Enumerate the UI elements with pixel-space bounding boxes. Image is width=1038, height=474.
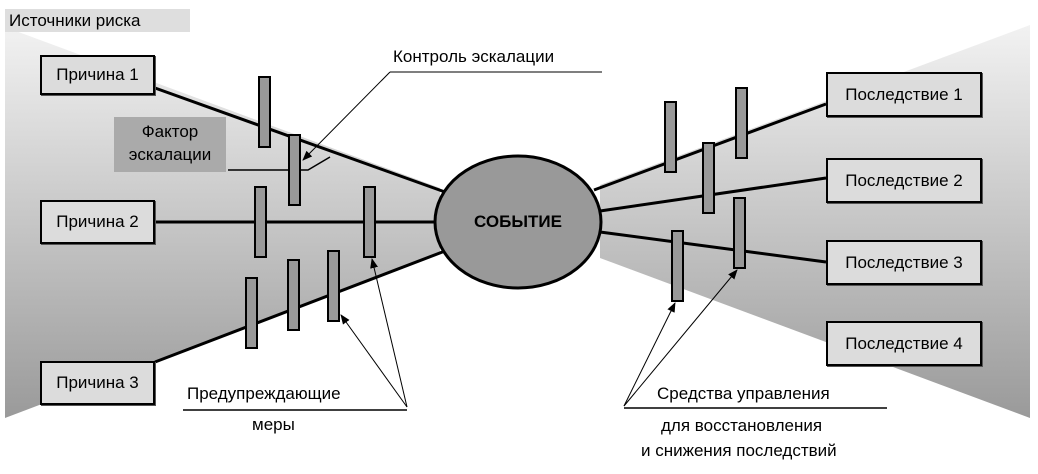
escalation-control-label: Контроль эскалации [393, 47, 555, 66]
barrier [733, 197, 746, 269]
consequence-box-1[interactable]: Последствие 1 [826, 72, 982, 117]
recovery-arrow [623, 269, 738, 407]
cause-label: Причина 1 [56, 65, 139, 84]
consequence-box-4[interactable]: Последствие 4 [826, 321, 982, 366]
cause-label: Причина 2 [56, 212, 139, 231]
consequence-label: Последствие 4 [845, 333, 963, 353]
cause-label: Причина 3 [56, 373, 139, 392]
barrier [327, 250, 340, 322]
preventive-arrow [370, 258, 408, 408]
barrier [671, 230, 684, 302]
cause-box-2[interactable]: Причина 2 [40, 200, 155, 244]
barrier [363, 186, 376, 258]
barrier [702, 142, 715, 214]
escalation-factor-line1: Фактор [141, 122, 199, 141]
escalation-factor-label: Фактор эскалации [114, 117, 226, 172]
sources-label: Источники риска [5, 9, 190, 32]
barrier [258, 76, 271, 148]
escalation-factor-line [228, 156, 331, 171]
recovery-label-line2: для восстановления [661, 416, 823, 435]
consequences-wedge [600, 25, 1030, 418]
consequence-label: Последствие 1 [845, 84, 963, 104]
cause-box-1[interactable]: Причина 1 [40, 55, 155, 95]
barrier [664, 101, 677, 173]
recovery-label-line3: и снижения последствий [641, 441, 837, 460]
cause-box-3[interactable]: Причина 3 [40, 361, 155, 405]
escalation-factor-line2: эскалации [128, 145, 212, 164]
barrier [287, 259, 300, 331]
barrier [245, 277, 258, 349]
consequence-line-3 [599, 230, 827, 264]
recovery-label-line1: Средства управления [657, 384, 830, 403]
escalation-control-leader [302, 71, 391, 161]
event-ellipse [433, 154, 603, 290]
consequence-box-2[interactable]: Последствие 2 [826, 158, 982, 203]
preventive-label-line1: Предупреждающие [187, 384, 341, 403]
barrier [735, 87, 748, 159]
consequence-box-3[interactable]: Последствие 3 [826, 240, 982, 285]
barrier [254, 186, 267, 258]
event-label: СОБЫТИЕ [474, 212, 562, 231]
consequence-label: Последствие 3 [845, 252, 963, 272]
preventive-label-line2: меры [252, 415, 295, 434]
escalation-barrier [288, 134, 301, 206]
recovery-arrow [623, 302, 676, 407]
consequence-label: Последствие 2 [845, 170, 963, 190]
preventive-arrow [340, 314, 408, 408]
